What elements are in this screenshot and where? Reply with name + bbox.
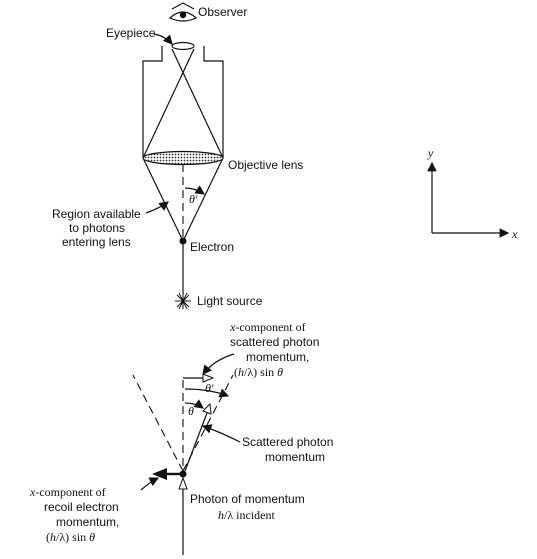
xcomp-scattered-line4: (h/λ) sin θ <box>234 365 283 379</box>
x-axis-label: x <box>511 227 518 241</box>
electron-dot <box>179 237 187 245</box>
photon-incident-line1: Photon of momentum <box>190 492 305 506</box>
incident-photon-head <box>178 476 188 490</box>
scattered-photon-head <box>202 402 212 415</box>
eyepiece-label: Eyepiece <box>106 26 156 40</box>
recoil-line4: (h/λ) sin θ <box>46 530 95 544</box>
scattered-label-line2: momentum <box>265 450 325 464</box>
light-source-label: Light source <box>197 294 263 308</box>
recoil-line3: momentum, <box>56 515 119 529</box>
region-label-line3: entering lens <box>62 235 131 249</box>
recoil-arrow-head <box>152 468 167 480</box>
region-pointer <box>145 201 169 214</box>
observer-label: Observer <box>198 5 247 19</box>
recoil-line2: recoil electron <box>44 500 119 514</box>
objective-lens <box>142 150 224 166</box>
xcomp-arrow-head <box>202 373 215 383</box>
recoil-pointer <box>140 477 160 491</box>
objective-lens-label: Objective lens <box>228 158 303 172</box>
region-label-line2: to photons <box>69 221 125 235</box>
electron-dot-bottom <box>179 470 187 478</box>
theta-prime-arc <box>184 388 230 398</box>
scattered-photon-shaft <box>184 412 208 472</box>
cone-left <box>132 374 184 472</box>
xcomp-scattered-line2: scattered photon <box>230 335 319 349</box>
xcomp-scattered-pointer <box>202 353 235 375</box>
y-axis-label: y <box>427 146 434 160</box>
scattered-label-line1: Scattered photon <box>242 435 333 449</box>
eyepiece-pointer <box>153 33 173 45</box>
theta-prime-top: θ′ <box>189 192 198 206</box>
recoil-line1: x-component of <box>29 485 106 499</box>
scattered-pointer <box>201 424 241 443</box>
xcomp-scattered-line3: momentum, <box>246 350 309 364</box>
region-label-line1: Region available <box>52 207 141 221</box>
angle-arc-top <box>184 185 205 195</box>
xy-axes <box>427 161 510 238</box>
photon-incident-line2: h/λ incident <box>218 508 275 522</box>
theta-prime-bottom: θ′ <box>205 381 214 395</box>
eyepiece-lens <box>171 41 195 51</box>
observer-eye-icon <box>168 2 198 22</box>
theta-arc <box>184 399 204 409</box>
theta-bottom: θ <box>188 404 194 418</box>
electron-label: Electron <box>190 240 234 254</box>
light-source-star-icon <box>175 292 191 310</box>
microscope-body <box>142 46 224 158</box>
xcomp-scattered-line1: x-component of <box>229 320 306 334</box>
ray-cone <box>142 48 224 243</box>
